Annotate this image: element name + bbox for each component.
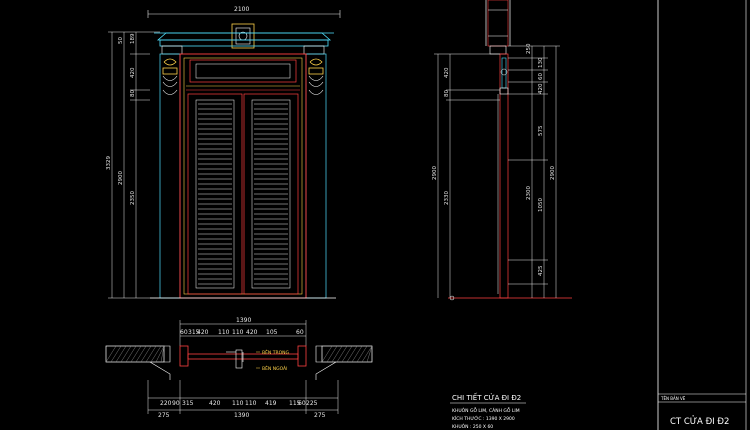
drawing-notes: CHI TIẾT CỬA ĐI Đ2 KHUÔN GỖ LIM, CÁNH GỖ… bbox=[450, 392, 526, 430]
door-handle bbox=[235, 349, 243, 369]
drawing-title: CHI TIẾT CỬA ĐI Đ2 bbox=[452, 392, 521, 402]
dim-left-50: 50 bbox=[118, 37, 124, 44]
section-dim-60: 60 bbox=[538, 73, 544, 80]
plan-dim-bottom-part: 225 bbox=[306, 400, 318, 407]
transom bbox=[189, 59, 297, 83]
plan-dim-bottom-part: 315 bbox=[182, 400, 194, 407]
section-dim-425: 425 bbox=[538, 265, 544, 276]
door-frame bbox=[179, 53, 307, 299]
title-block-name: CT CỬA ĐI Đ2 bbox=[670, 415, 729, 427]
plan-dim-top-part: 110 bbox=[232, 329, 244, 336]
section-dim-80: 80 bbox=[444, 90, 450, 97]
label-inside: BÊN TRONG bbox=[262, 348, 290, 356]
section-dim-total-right: 2900 bbox=[550, 166, 556, 180]
label-outside: BÊN NGOÀI bbox=[262, 364, 287, 372]
dim-left-80: 80 bbox=[130, 90, 136, 97]
dim-top-width: 2100 bbox=[234, 6, 249, 13]
plan-dim-bottom-part: 419 bbox=[265, 400, 277, 407]
plan-dim-bottom-part: 220 bbox=[160, 400, 172, 407]
plan-dim-bottom-part: 420 bbox=[209, 400, 221, 407]
dim-left-total: 3329 bbox=[106, 156, 112, 170]
section-dim-575: 575 bbox=[538, 125, 544, 136]
note-frame: KHUÔN : 250 X 60 bbox=[452, 423, 493, 430]
door-elevation: 2100 bbox=[106, 6, 341, 299]
door-section: 2900 2330 420 80 250 130 60 420 575 1050… bbox=[432, 0, 572, 301]
section-dim-total-left: 2900 bbox=[432, 166, 438, 180]
plan-dim-bottom-part: 60 bbox=[298, 400, 306, 407]
dim-left-mid-total: 2900 bbox=[118, 171, 124, 185]
plan-dim-bottom-part: 115 bbox=[289, 400, 301, 407]
section-jamb bbox=[499, 53, 509, 299]
right-leaf bbox=[243, 93, 299, 295]
left-wall bbox=[105, 345, 165, 363]
plan-dim-bottom-part: 90 bbox=[172, 400, 180, 407]
plan-dim-outer-mid: 1390 bbox=[234, 412, 249, 419]
plan-dim-bottom-part: 110 bbox=[245, 400, 257, 407]
plan-dim-bottom-part: 110 bbox=[232, 400, 244, 407]
title-block: TÊN BẢN VẼ CT CỬA ĐI Đ2 bbox=[657, 0, 747, 430]
plan-dim-top-part: 110 bbox=[218, 329, 230, 336]
plan-dim-top-part: 105 bbox=[266, 329, 278, 336]
dim-left-189: 189 bbox=[130, 33, 136, 44]
left-pilaster bbox=[159, 53, 181, 299]
plan-dim-top-part: 315 bbox=[188, 329, 200, 336]
section-dim-2330: 2330 bbox=[444, 191, 450, 205]
keystone-ornament bbox=[231, 23, 255, 49]
section-dim-420: 420 bbox=[444, 67, 450, 78]
left-leaf bbox=[187, 93, 243, 295]
plan-dim-top-part: 60 bbox=[180, 329, 188, 336]
plan-dim-top-part: 420 bbox=[246, 329, 258, 336]
note-size: KÍCH THƯỚC : 1390 X 2900 bbox=[452, 415, 515, 422]
plan-dim-top-part: 420 bbox=[197, 329, 209, 336]
section-dim-420-right: 420 bbox=[538, 83, 544, 94]
title-block-label: TÊN BẢN VẼ bbox=[660, 396, 686, 401]
section-dim-2300: 2300 bbox=[526, 186, 532, 200]
dim-left-420: 420 bbox=[130, 67, 136, 78]
plan-dim-outer-right: 275 bbox=[314, 412, 326, 419]
note-material: KHUÔN GỖ LIM, CÁNH GỖ LIM bbox=[452, 406, 520, 414]
plan-dim-outer-left: 275 bbox=[158, 412, 170, 419]
plan-dim-top-total: 1390 bbox=[236, 317, 251, 324]
right-pilaster bbox=[305, 53, 327, 299]
section-dim-130: 130 bbox=[538, 57, 544, 68]
section-dim-250: 250 bbox=[526, 43, 532, 54]
plan-dim-top-part: 60 bbox=[296, 329, 304, 336]
section-dim-1050: 1050 bbox=[538, 198, 544, 212]
dim-left-inner-2350: 2350 bbox=[130, 191, 136, 205]
